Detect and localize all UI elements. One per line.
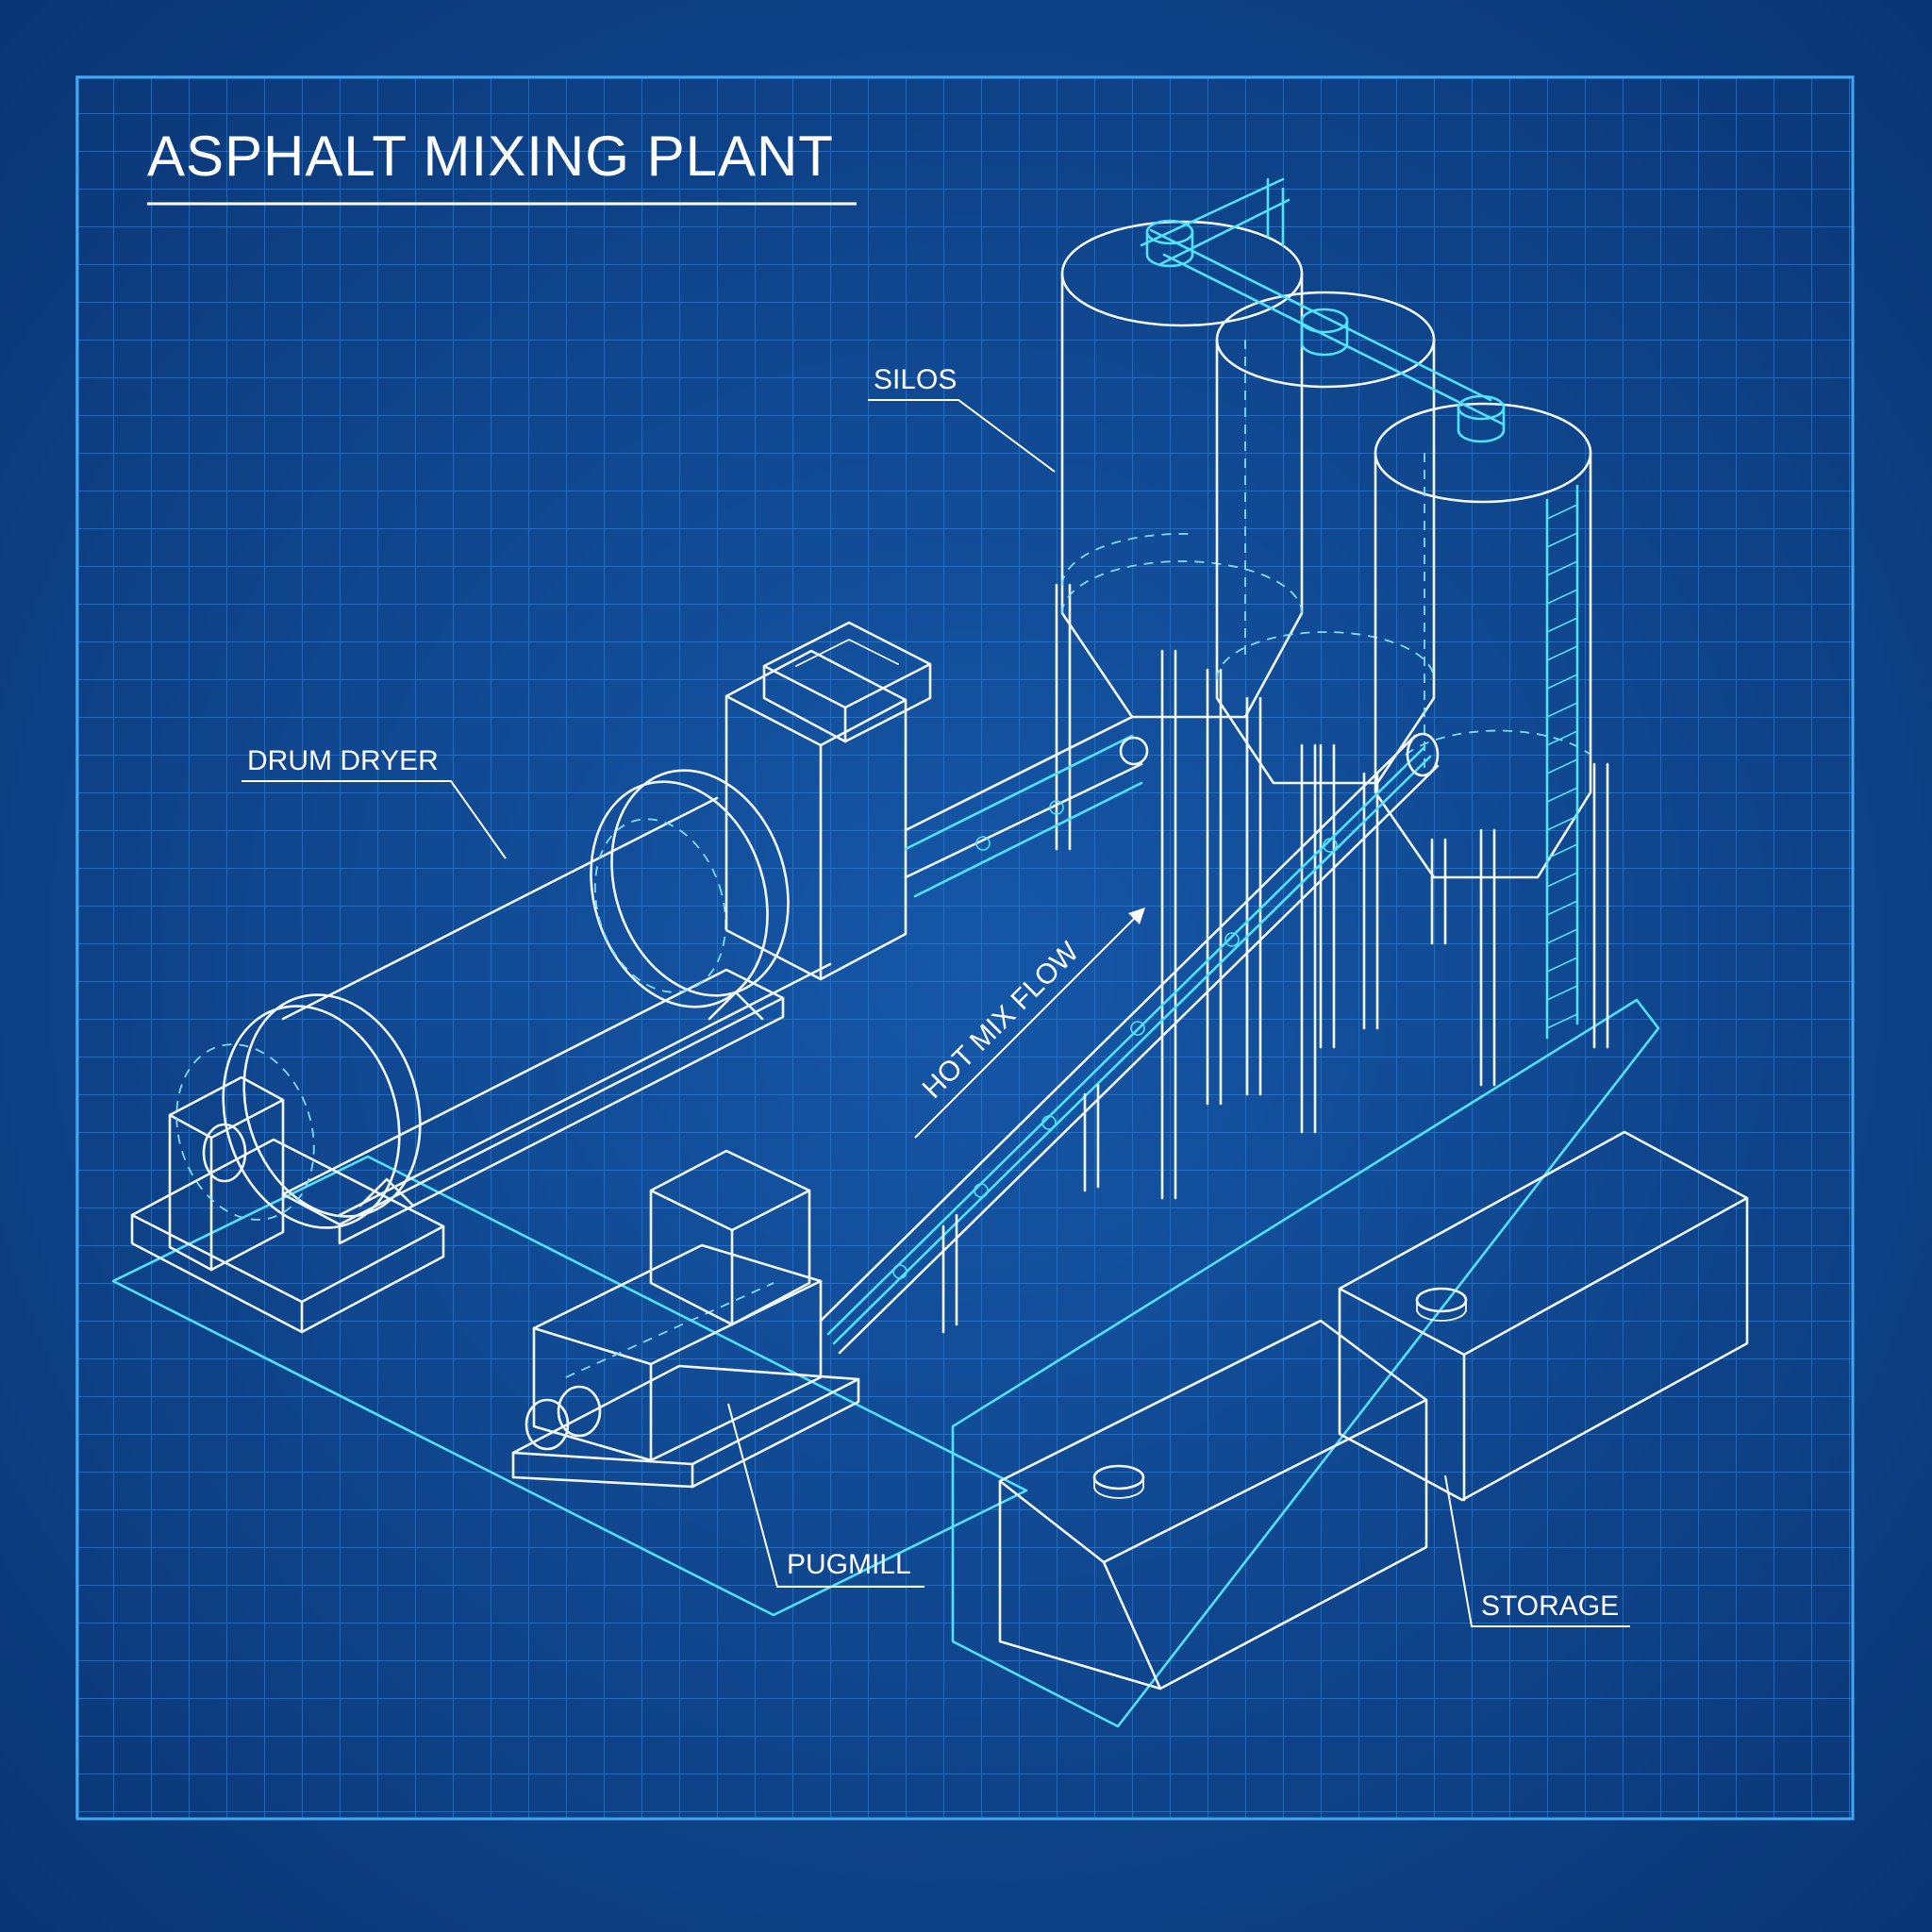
pugmill-label: PUGMILL	[787, 1549, 911, 1580]
label-drum-dryer: DRUM DRYER	[242, 745, 507, 859]
silo-top-conveyor	[1140, 177, 1506, 443]
silos-label: SILOS	[874, 364, 957, 395]
label-silos: SILOS	[868, 364, 1056, 473]
upper-conveyor	[904, 715, 1149, 898]
ground-plane-right	[951, 998, 1660, 1728]
silo-ladder	[1545, 484, 1579, 1040]
frame-border	[75, 75, 1855, 1821]
main-conveyor	[819, 732, 1440, 1355]
storage-tanks	[998, 1130, 1749, 1690]
page-title: ASPHALT MIXING PLANT	[147, 125, 834, 188]
label-storage: STORAGE	[1444, 1474, 1630, 1627]
label-pugmill: PUGMILL	[727, 1403, 924, 1588]
drum-dryer-label: DRUM DRYER	[247, 745, 439, 776]
storage-label: STORAGE	[1481, 1591, 1619, 1622]
grid	[75, 75, 1855, 1819]
drum-dryer	[130, 621, 932, 1334]
silos	[1055, 177, 1609, 1200]
pugmill	[511, 1149, 860, 1489]
